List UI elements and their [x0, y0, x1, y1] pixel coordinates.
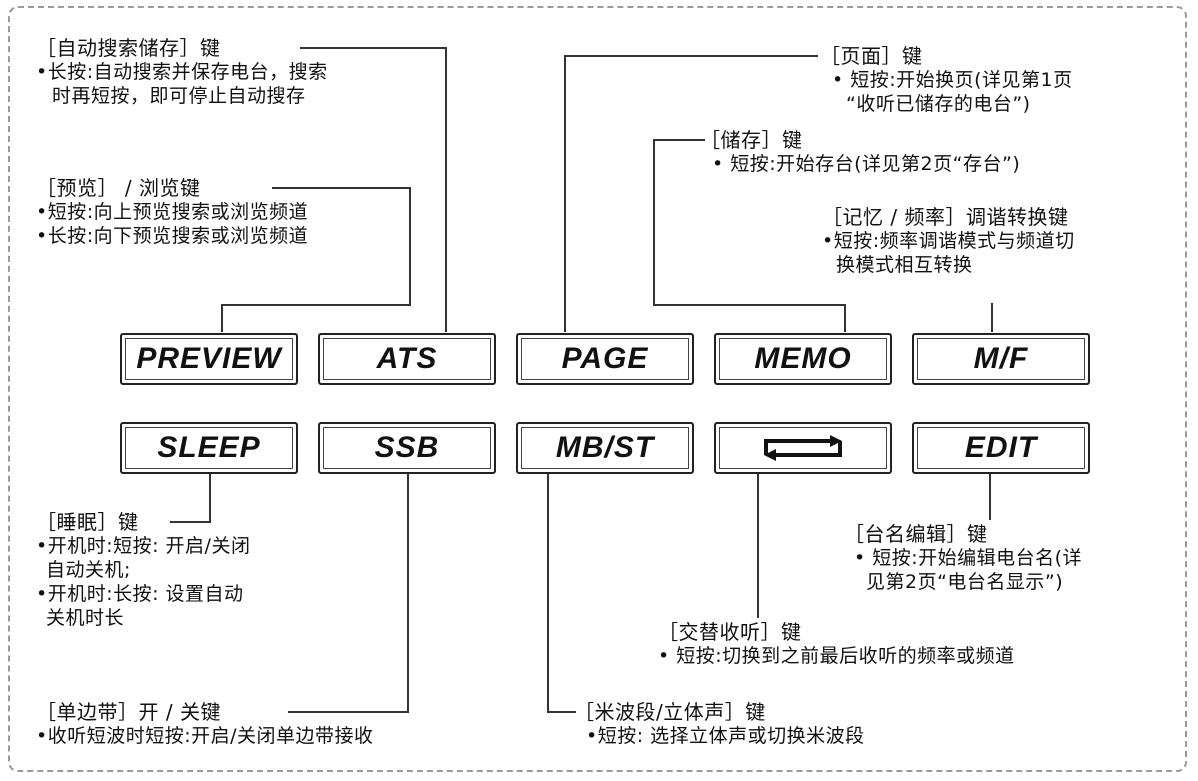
swap-description: ［交替收听］键 • 短按:切换到之前最后收听的频率或频道 [658, 620, 1015, 668]
mf-line-1: •短按:频率调谐模式与频道切 [822, 230, 1075, 252]
dashed-frame [8, 6, 1187, 772]
edit-description: ［台名编辑］键 • 短按:开始编辑电台名(详 见第2页“电台名显示”) [844, 522, 1082, 594]
memo-button-label: MEMO [754, 342, 852, 375]
sleep-line-4: 关机时长 [46, 607, 125, 629]
mf-title: ［记忆 / 频率］调谐转换键 [822, 205, 1069, 229]
mbst-line-1: •短按: 选择立体声或切换米波段 [586, 725, 865, 747]
preview-line-1: •短按:向上预览搜索或浏览频道 [36, 201, 309, 223]
edit-button-label: EDIT [964, 431, 1038, 464]
mf-button[interactable]: M/F [912, 333, 1090, 385]
page-button[interactable]: PAGE [516, 333, 694, 385]
swap-button[interactable] [714, 422, 892, 474]
preview-button[interactable]: PREVIEW [120, 333, 298, 385]
preview-title: ［预览］ / 浏览键 [36, 176, 201, 200]
edit-title: ［台名编辑］键 [844, 522, 988, 546]
mbst-button[interactable]: MB/ST [516, 422, 694, 474]
memo-connector [653, 139, 846, 332]
preview-line-2: •长按:向下预览搜索或浏览频道 [36, 225, 309, 247]
preview-connector [221, 187, 411, 332]
page-description: ［页面］键 • 短按:开始换页(详见第1页 “收听已储存的电台”) [820, 44, 1073, 116]
mbst-description: ［米波段/立体声］键 •短按: 选择立体声或切换米波段 [574, 700, 865, 748]
sleep-description: ［睡眠］键 •开机时:短按: 开启/关闭 自动关机; •开机时:长按: 设置自动… [36, 510, 250, 630]
ats-line-2: 时再短按，即可停止自动搜存 [52, 85, 306, 107]
swap-title: ［交替收听］键 [658, 620, 802, 644]
swap-line-1: • 短按:切换到之前最后收听的频率或频道 [658, 645, 1015, 667]
edit-line-2: 见第2页“电台名显示”) [866, 571, 1064, 593]
mbst-connector [547, 473, 576, 713]
ats-title: ［自动搜索储存］键 [36, 36, 221, 60]
sleep-line-3: •开机时:长按: 设置自动 [36, 583, 244, 605]
preview-description: ［预览］ / 浏览键 •短按:向上预览搜索或浏览频道 •长按:向下预览搜索或浏览… [36, 176, 308, 248]
preview-button-label: PREVIEW [136, 342, 282, 375]
sleep-button-label: SLEEP [157, 431, 261, 464]
swap-arrows-icon [764, 435, 842, 461]
mbst-button-label: MB/ST [555, 431, 655, 464]
page-connector [564, 55, 818, 332]
memo-button[interactable]: MEMO [714, 333, 892, 385]
mf-description: ［记忆 / 频率］调谐转换键 •短按:频率调谐模式与频道切 换模式相互转换 [822, 205, 1075, 277]
ssb-line-1: •收听短波时短按:开启/关闭单边带接收 [36, 725, 374, 747]
memo-title: ［储存］键 [700, 128, 803, 152]
ssb-connector [288, 473, 409, 713]
page-line-2: “收听已储存的电台”) [846, 93, 1031, 115]
mf-button-label: M/F [973, 342, 1029, 375]
ats-line-1: •长按:自动搜索并保存电台，搜索 [36, 61, 328, 83]
ssb-button-label: SSB [374, 431, 440, 464]
sleep-button[interactable]: SLEEP [120, 422, 298, 474]
sleep-connector [170, 473, 211, 523]
sleep-title: ［睡眠］键 [36, 510, 139, 534]
ats-description: ［自动搜索储存］键 •长按:自动搜索并保存电台，搜索 时再短按，即可停止自动搜存 [36, 36, 328, 108]
memo-description: ［储存］键 • 短按:开始存台(详见第2页“存台”) [700, 128, 1020, 176]
ats-connector [300, 47, 447, 332]
ats-button-label: ATS [376, 342, 438, 375]
mbst-title: ［米波段/立体声］键 [574, 700, 766, 724]
page-line-1: • 短按:开始换页(详见第1页 [832, 69, 1073, 91]
sleep-line-1: •开机时:短按: 开启/关闭 [36, 535, 251, 557]
page-title: ［页面］键 [820, 44, 923, 68]
sleep-line-2: 自动关机; [46, 559, 131, 581]
ssb-button[interactable]: SSB [318, 422, 496, 474]
ssb-title: ［单边带］开 / 关键 [36, 700, 221, 724]
page-button-label: PAGE [561, 342, 649, 375]
ssb-description: ［单边带］开 / 关键 •收听短波时短按:开启/关闭单边带接收 [36, 700, 374, 748]
mf-line-2: 换模式相互转换 [836, 254, 973, 276]
memo-line-1: • 短按:开始存台(详见第2页“存台”) [712, 153, 1021, 175]
edit-line-1: • 短按:开始编辑电台名(详 [854, 547, 1083, 569]
ats-button[interactable]: ATS [318, 333, 496, 385]
edit-button[interactable]: EDIT [912, 422, 1090, 474]
